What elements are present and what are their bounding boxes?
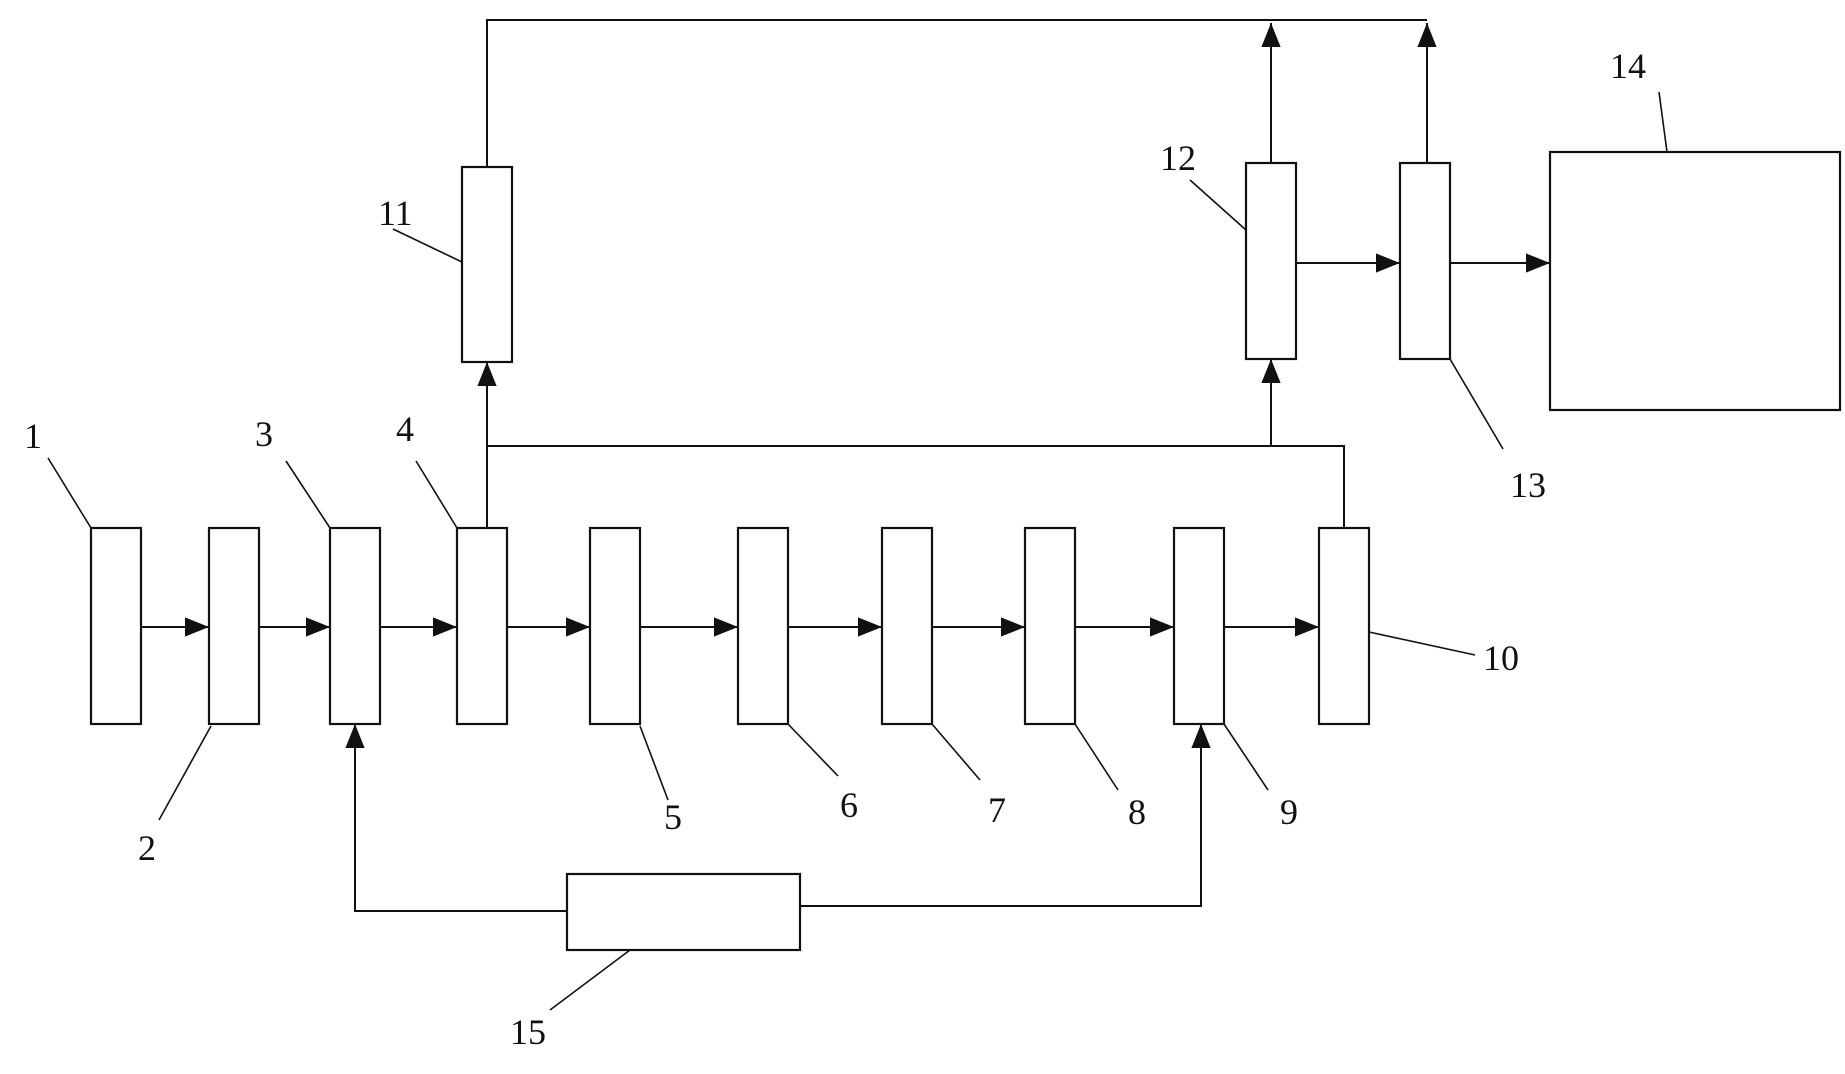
leader-12	[1189, 179, 1247, 231]
block-3	[328, 526, 382, 726]
label-11: 11	[378, 193, 413, 233]
block-14	[1548, 150, 1842, 412]
leader-1	[47, 457, 92, 529]
block-9	[1172, 526, 1226, 726]
label-4: 4	[396, 409, 414, 449]
leader-3	[285, 460, 331, 529]
block-8	[1023, 526, 1077, 726]
label-6: 6	[840, 785, 858, 825]
leader-5	[639, 725, 669, 801]
leader-8	[1074, 723, 1119, 791]
top-loop	[486, 19, 1427, 167]
label-14: 14	[1610, 46, 1646, 86]
leader-15	[549, 949, 631, 1011]
bus-4-10	[487, 445, 1345, 528]
label-9: 9	[1280, 792, 1298, 832]
label-10: 10	[1483, 638, 1519, 678]
leader-4	[415, 460, 458, 529]
leader-14	[1658, 91, 1668, 153]
block-1	[89, 526, 143, 726]
block-2	[207, 526, 261, 726]
leader-9	[1223, 723, 1269, 791]
label-5: 5	[664, 797, 682, 837]
label-12: 12	[1160, 138, 1196, 178]
label-15: 15	[510, 1012, 546, 1052]
leader-13	[1449, 358, 1504, 450]
block-15	[565, 872, 802, 952]
leader-10	[1368, 631, 1476, 656]
label-7: 7	[988, 790, 1006, 830]
arrow-15-9	[800, 724, 1211, 907]
block-11	[460, 165, 514, 364]
block-12	[1244, 161, 1298, 361]
block-4	[455, 526, 509, 726]
leader-7	[931, 723, 981, 781]
block-10	[1317, 526, 1371, 726]
label-2: 2	[138, 828, 156, 868]
block-7	[880, 526, 934, 726]
block-5	[588, 526, 642, 726]
leader-11	[392, 228, 463, 263]
block-13	[1398, 161, 1452, 361]
label-13: 13	[1510, 465, 1546, 505]
label-3: 3	[255, 414, 273, 454]
block-6	[736, 526, 790, 726]
label-8: 8	[1128, 792, 1146, 832]
label-1: 1	[24, 416, 42, 456]
arrow-15-3	[345, 724, 567, 912]
leader-6	[787, 723, 839, 777]
leader-2	[158, 725, 212, 821]
